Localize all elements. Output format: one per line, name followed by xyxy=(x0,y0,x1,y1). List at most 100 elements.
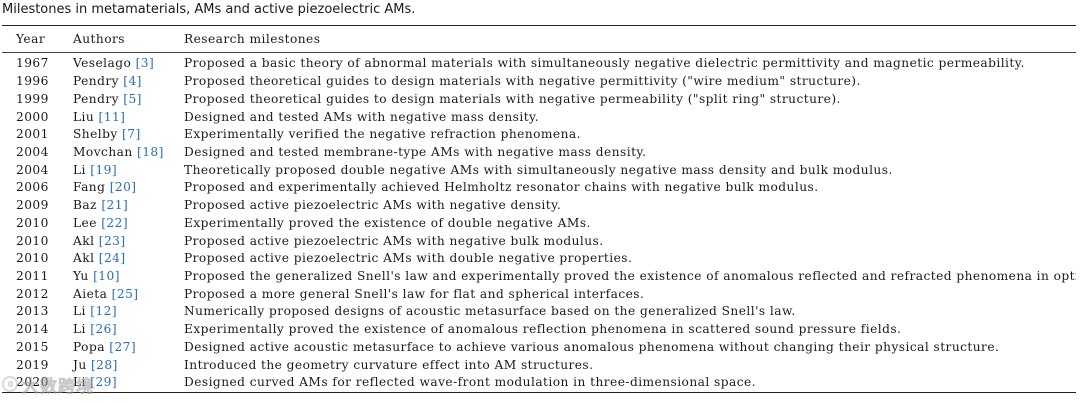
table-caption: Milestones in metamaterials, AMs and act… xyxy=(2,2,416,17)
citation-link[interactable]: [23] xyxy=(98,233,126,248)
cell-author: Li [26] xyxy=(71,321,184,339)
cell-author: Aieta [25] xyxy=(71,285,184,303)
table-header-rule xyxy=(2,52,1076,53)
cell-author: Popa [27] xyxy=(71,339,184,357)
cell-milestone: Proposed the generalized Snell's law and… xyxy=(184,268,1076,283)
table-header: Year Authors Research milestones xyxy=(2,26,1076,52)
cell-milestone: Proposed active piezoelectric AMs with d… xyxy=(184,251,633,266)
cell-milestone: Theoretically proposed double negative A… xyxy=(184,162,893,177)
author-name: Akl xyxy=(73,233,95,248)
citation-link[interactable]: [22] xyxy=(101,215,129,230)
cell-milestone: Experimentally proved the existence of a… xyxy=(184,322,902,337)
header-milestones: Research milestones xyxy=(184,32,321,46)
table-row: 2004 Movchan [18] Designed and tested memb… xyxy=(2,144,1076,162)
cell-author: Pendry [4] xyxy=(71,73,184,91)
cell-year: 2010 xyxy=(16,251,49,266)
milestones-table-container: Year Authors Research milestones 1967 Ves… xyxy=(2,25,1076,393)
citation-link[interactable]: [12] xyxy=(90,304,118,319)
citation-link[interactable]: [20] xyxy=(109,180,137,195)
cell-author: Liu [11] xyxy=(71,108,184,126)
citation-link[interactable]: [29] xyxy=(90,375,118,390)
table-top-rule xyxy=(2,25,1076,26)
table-row: 2009 Baz [21]Proposed active piezoelectri… xyxy=(2,197,1076,215)
cell-milestone: Proposed active piezoelectric AMs with n… xyxy=(184,233,604,248)
header-row: Year Authors Research milestones xyxy=(2,26,1076,52)
author-name: Veselago xyxy=(73,56,132,71)
author-name: Fang xyxy=(73,180,106,195)
author-name: Movchan xyxy=(73,144,133,159)
cell-author: Yu [10] xyxy=(71,268,184,286)
cell-year: 2012 xyxy=(16,286,49,301)
cell-year: 2006 xyxy=(16,180,49,195)
author-name: Li xyxy=(73,304,86,319)
cell-year: 1967 xyxy=(16,56,49,71)
cell-milestone: Introduced the geometry curvature effect… xyxy=(184,357,594,372)
citation-link[interactable]: [25] xyxy=(111,286,139,301)
cell-year: 1996 xyxy=(16,74,49,89)
cell-year: 2015 xyxy=(16,339,49,354)
cell-milestone: Proposed active piezoelectric AMs with n… xyxy=(184,198,562,213)
cell-author: Akl [23] xyxy=(71,232,184,250)
citation-link[interactable]: [5] xyxy=(123,91,142,106)
cell-author: Ju [28] xyxy=(71,356,184,374)
citation-link[interactable]: [18] xyxy=(136,144,164,159)
cell-milestone: Experimentally verified the negative ref… xyxy=(184,127,581,142)
cell-year: 2004 xyxy=(16,144,49,159)
cell-milestone: Proposed theoretical guides to design ma… xyxy=(184,74,861,89)
author-name: Ju xyxy=(73,357,87,372)
cell-author: Li [29] xyxy=(71,374,184,392)
citation-link[interactable]: [4] xyxy=(123,74,142,89)
cell-milestone: Designed active acoustic metasurface to … xyxy=(184,339,1000,354)
author-name: Pendry xyxy=(73,74,119,89)
cell-year: 1999 xyxy=(16,91,49,106)
cell-year: 2004 xyxy=(16,162,49,177)
cell-author: Shelby [7] xyxy=(71,126,184,144)
author-name: Liu xyxy=(73,109,95,124)
author-name: Aieta xyxy=(73,286,108,301)
cell-milestone: Proposed and experimentally achieved Hel… xyxy=(184,180,819,195)
citation-link[interactable]: [27] xyxy=(109,339,137,354)
author-name: Popa xyxy=(73,339,105,354)
author-name: Li xyxy=(73,162,86,177)
citation-link[interactable]: [19] xyxy=(90,162,118,177)
citation-link[interactable]: [24] xyxy=(98,251,126,266)
cell-milestone: Designed curved AMs for reflected wave-f… xyxy=(184,375,756,390)
cell-milestone: Proposed a more general Snell's law for … xyxy=(184,286,645,301)
author-name: Akl xyxy=(73,251,95,266)
table-row: 2006 Fang [20] Proposed and experimentally… xyxy=(2,179,1076,197)
citation-link[interactable]: [10] xyxy=(93,268,120,283)
cell-milestone: Designed and tested AMs with negative ma… xyxy=(184,109,540,124)
milestones-table: Year Authors Research milestones xyxy=(2,26,1076,52)
cell-author: Li [12] xyxy=(71,303,184,321)
cell-milestone: Numerically proposed designs of acoustic… xyxy=(184,304,796,319)
table-row: 2004 Li [19] Theoretically proposed double… xyxy=(2,161,1076,179)
table-bottom-rule xyxy=(2,391,1076,393)
citation-link[interactable]: [26] xyxy=(90,322,118,337)
citation-link[interactable]: [28] xyxy=(90,357,118,372)
cell-year: 2014 xyxy=(16,322,49,337)
citation-link[interactable]: [21] xyxy=(101,198,129,213)
citation-link[interactable]: [3] xyxy=(135,56,155,71)
cell-milestone: Designed and tested membrane-type AMs wi… xyxy=(184,144,647,159)
cell-year: 2013 xyxy=(16,304,49,319)
author-name: Li xyxy=(73,322,86,337)
cell-author: Baz [21] xyxy=(71,197,184,215)
citation-link[interactable]: [7] xyxy=(122,127,141,142)
citation-link[interactable]: [11] xyxy=(98,109,126,124)
cell-year: 2010 xyxy=(16,233,49,248)
cell-year: 2010 xyxy=(16,215,49,230)
header-year: Year xyxy=(16,32,46,46)
cell-year: 2009 xyxy=(16,198,49,213)
